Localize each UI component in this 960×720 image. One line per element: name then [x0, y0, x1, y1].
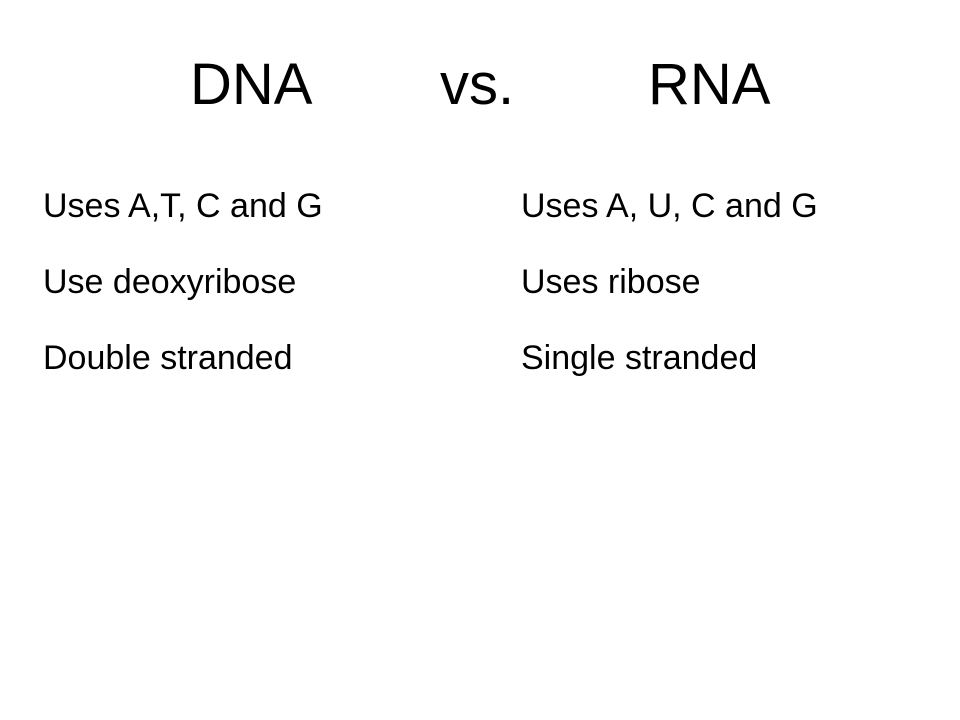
dna-point-strands: Double stranded — [43, 339, 293, 377]
rna-point-sugar: Uses ribose — [521, 263, 701, 301]
rna-column: Uses A, U, C and G Uses ribose Single st… — [521, 168, 941, 396]
rna-point-bases: Uses A, U, C and G — [521, 187, 818, 225]
slide-title: DNA vs. RNA — [0, 45, 960, 125]
title-rna: RNA — [648, 52, 771, 117]
title-vs: vs. — [440, 52, 515, 117]
dna-point-bases: Uses A,T, C and G — [43, 187, 323, 225]
dna-point-sugar: Use deoxyribose — [43, 263, 297, 301]
title-dna: DNA — [190, 52, 313, 117]
dna-column: Uses A,T, C and G Use deoxyribose Double… — [43, 168, 463, 396]
rna-point-strands: Single stranded — [521, 339, 758, 377]
